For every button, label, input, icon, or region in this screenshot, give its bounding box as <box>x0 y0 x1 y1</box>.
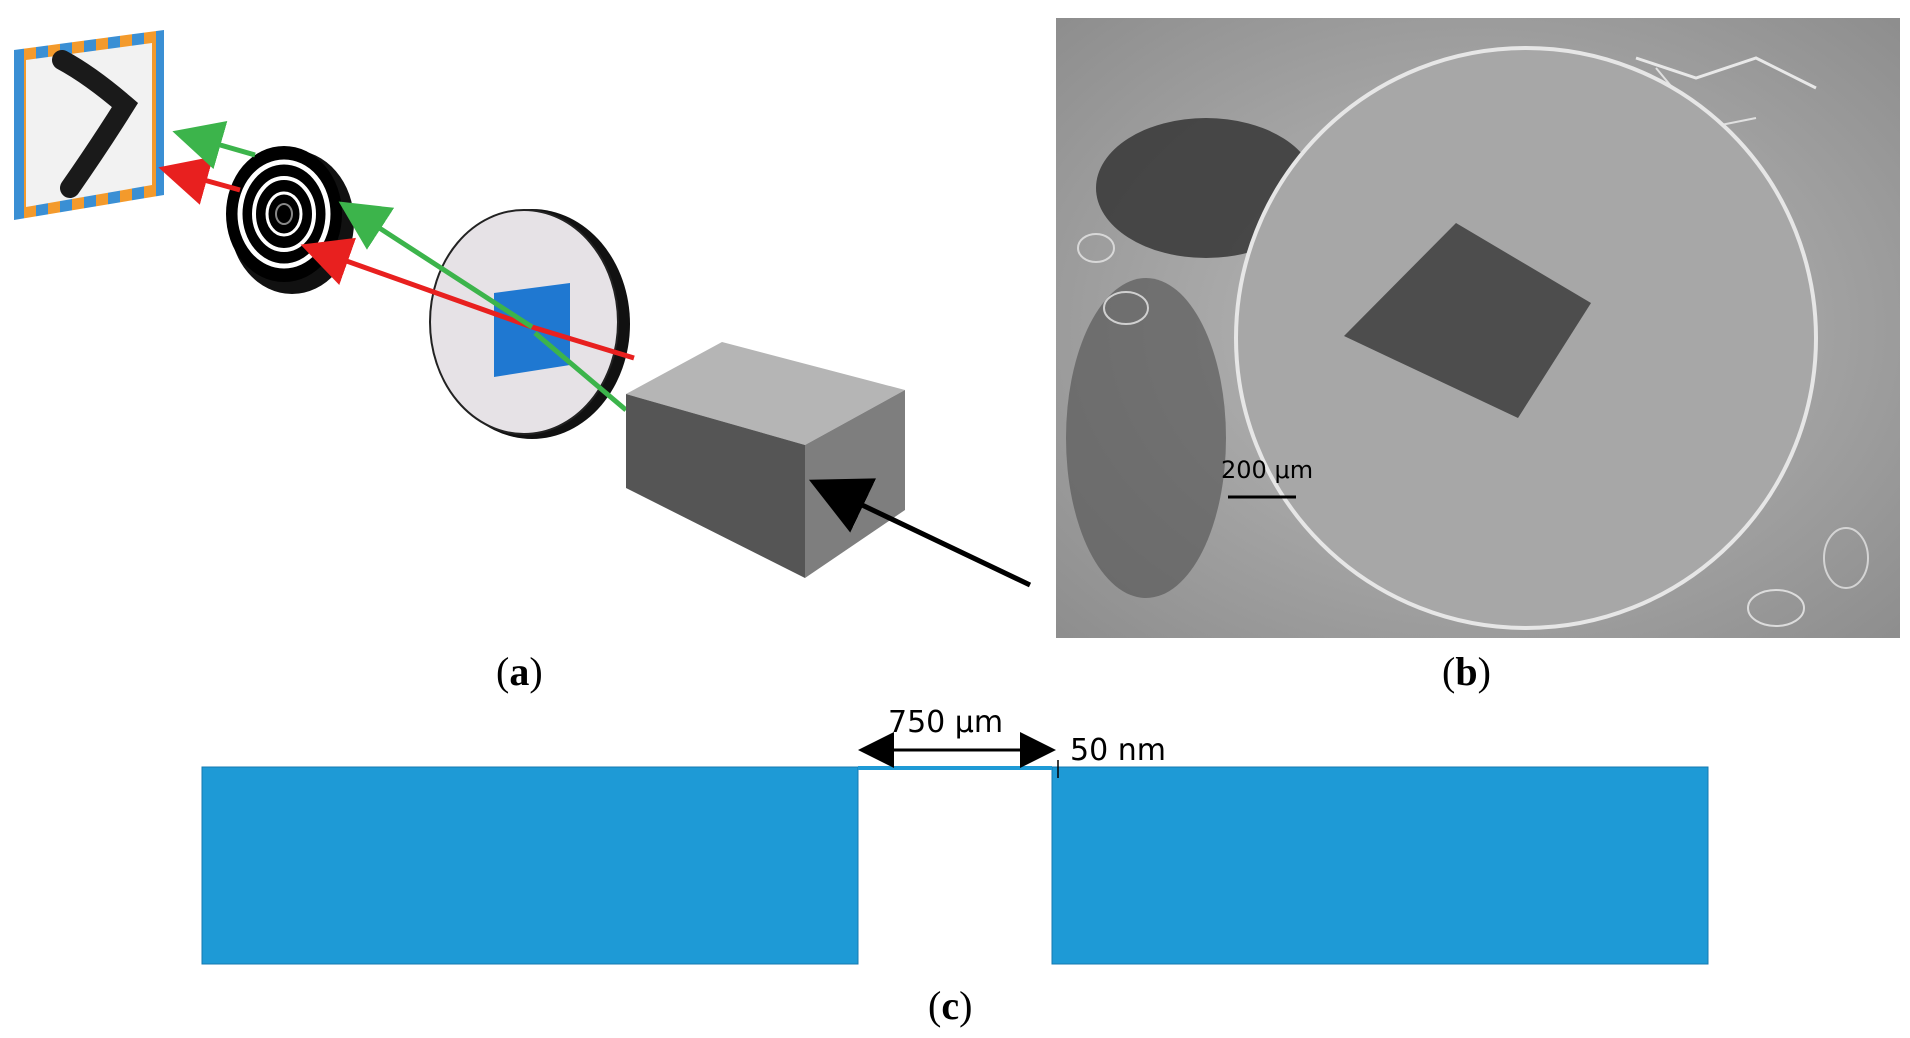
caption-a: (a) <box>496 649 543 694</box>
cross-section-svg: 750 μm 50 nm <box>201 705 1709 965</box>
sem-membrane-window <box>1344 223 1591 418</box>
panel-b-sem-image: 200 μm (b) <box>1056 18 1900 694</box>
diffraction-pattern-shape <box>52 50 139 198</box>
substrate-left <box>201 766 859 965</box>
substrate-right <box>1051 766 1709 965</box>
beams <box>158 121 635 412</box>
caption-c: (c) <box>928 983 973 1028</box>
incident-beam-arrow <box>808 478 1032 588</box>
scale-bar-label: 200 μm <box>1221 456 1313 484</box>
gap-label: 750 μm <box>888 705 1003 740</box>
x-ray-source-box <box>626 342 905 578</box>
caption-b: (b) <box>1442 649 1491 694</box>
zone-plate <box>226 146 354 294</box>
sample-membrane <box>494 283 570 377</box>
panel-a-setup-schematic: (a) <box>0 0 1040 694</box>
thickness-label: 50 nm <box>1070 733 1166 768</box>
detector-screen <box>14 30 164 220</box>
panel-c-cross-section: 750 μm 50 nm (c) <box>0 690 1910 1038</box>
sem-image-svg: 200 μm <box>1056 18 1900 638</box>
setup-schematic-svg <box>14 30 1032 588</box>
